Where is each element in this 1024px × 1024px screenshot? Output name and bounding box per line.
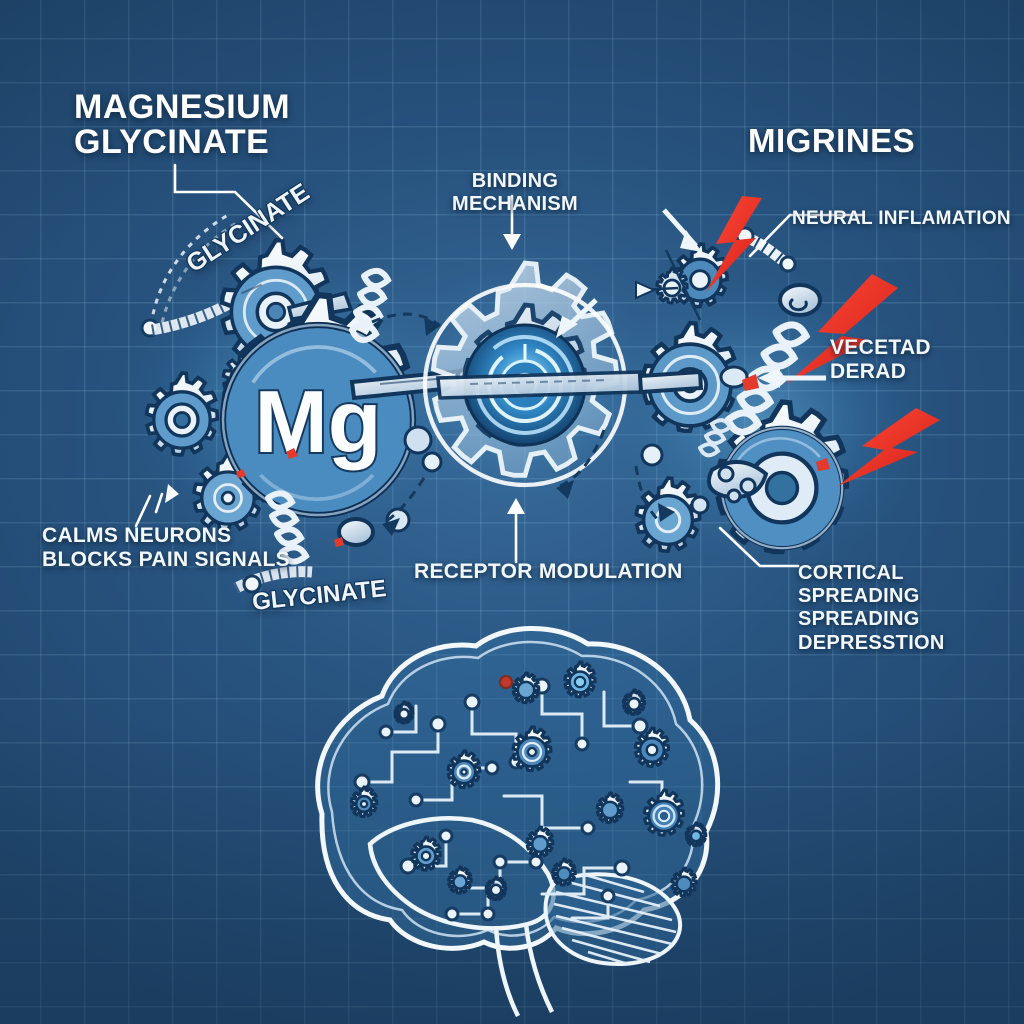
vecetad-line-2: DERAD <box>830 360 907 384</box>
linkage-arrow <box>635 280 657 300</box>
small-parts-right <box>640 365 749 515</box>
arrow-binding-in <box>556 316 578 338</box>
binding-mechanism-gear <box>422 263 644 488</box>
bead-chain-right <box>735 226 797 273</box>
lightning-bolts <box>706 196 940 486</box>
title-migraines: MIGRINES <box>748 124 915 158</box>
label-arrowheads <box>165 234 525 514</box>
label-neural-inflammation: NEURAL INFLAMATION <box>792 208 1011 230</box>
spring-right-small <box>698 418 733 458</box>
leader-magnesium <box>173 163 284 240</box>
brain-inner-outline <box>327 640 704 938</box>
drive-rod-right <box>637 369 704 395</box>
label-vecetad-derad: VECETAD DERAD <box>830 336 931 385</box>
brain-gears <box>349 660 708 902</box>
red-accent-specks-right <box>742 374 830 471</box>
title-line-2: GLYCINATE <box>74 122 270 161</box>
label-binding-mechanism: BINDING MECHANISM <box>420 170 610 216</box>
neural-line-1: NEURAL INFLAMATION <box>792 208 1011 229</box>
arrow-vecetad-left <box>758 368 780 388</box>
migraine-gear-cluster <box>634 226 847 553</box>
label-receptor-modulation: RECEPTOR MODULATION <box>414 560 683 584</box>
spring-lower-left <box>265 490 310 565</box>
magnesium-main-gear <box>219 295 417 519</box>
brain-stem <box>493 923 555 1018</box>
label-calms-neurons: CALMS NEURONS BLOCKS PAIN SIGNALS <box>42 524 290 573</box>
leader-cortical <box>718 526 800 568</box>
gear-lower-left <box>192 451 264 534</box>
lightning-bolt-3 <box>838 408 940 486</box>
brain-red-node <box>499 675 513 689</box>
gear-far-left <box>144 371 220 457</box>
gear-upper-right-small <box>671 242 729 309</box>
glycinate-chain-upper <box>149 213 239 334</box>
receptor-line-1: RECEPTOR MODULATION <box>414 560 683 583</box>
gear-right-small-lower <box>634 476 702 553</box>
arrow-migraine-down <box>680 230 702 252</box>
connector-arrows <box>371 312 662 526</box>
right-linkage-plate <box>707 460 769 504</box>
mechanical-brain-illustration <box>315 626 721 1018</box>
white-arrows <box>556 208 826 388</box>
lightning-bolt-2 <box>786 274 898 384</box>
glycinate-chain-lower <box>233 566 313 594</box>
brain-circuit-nodes <box>353 677 670 922</box>
calms-line-1: CALMS NEURONS <box>42 524 232 547</box>
title-magnesium-glycinate: MAGNESIUM GLYCINATE <box>74 90 290 159</box>
magnesium-glycinate-gear-cluster: Mg <box>140 213 477 594</box>
calms-line-2: BLOCKS PAIN SIGNALS <box>42 548 290 572</box>
cerebellum <box>543 872 682 967</box>
small-parts-left <box>337 425 443 547</box>
red-accent-specks-left <box>236 448 344 547</box>
label-cortical-spreading-depression: CORTICAL SPREADING SPREADING DEPRESSTION <box>798 562 1024 655</box>
binding-line-1: BINDING <box>471 170 559 192</box>
cortical-line-2: SPREADING DEPRESSTION <box>798 608 945 654</box>
connector-arrowheads <box>382 316 675 536</box>
arrow-calms-up <box>165 484 179 503</box>
spring-upper-left <box>349 267 392 343</box>
binding-line-2: MECHANISM <box>451 193 579 216</box>
lightning-bolt-1 <box>706 196 762 292</box>
cortical-line-1: CORTICAL SPREADING <box>798 562 920 608</box>
leader-calms <box>134 492 164 528</box>
leader-neural <box>748 213 864 258</box>
label-leader-lines <box>134 163 864 568</box>
brain-circuit-traces <box>360 684 664 920</box>
vecetad-line-1: VECETAD <box>830 336 931 359</box>
center-shaft <box>436 370 644 400</box>
arrow-binding-down <box>503 234 521 250</box>
title-line-1: MAGNESIUM <box>74 88 291 126</box>
title-migraines-line: MIGRINES <box>748 122 916 159</box>
arrow-receptor-up <box>507 498 525 514</box>
